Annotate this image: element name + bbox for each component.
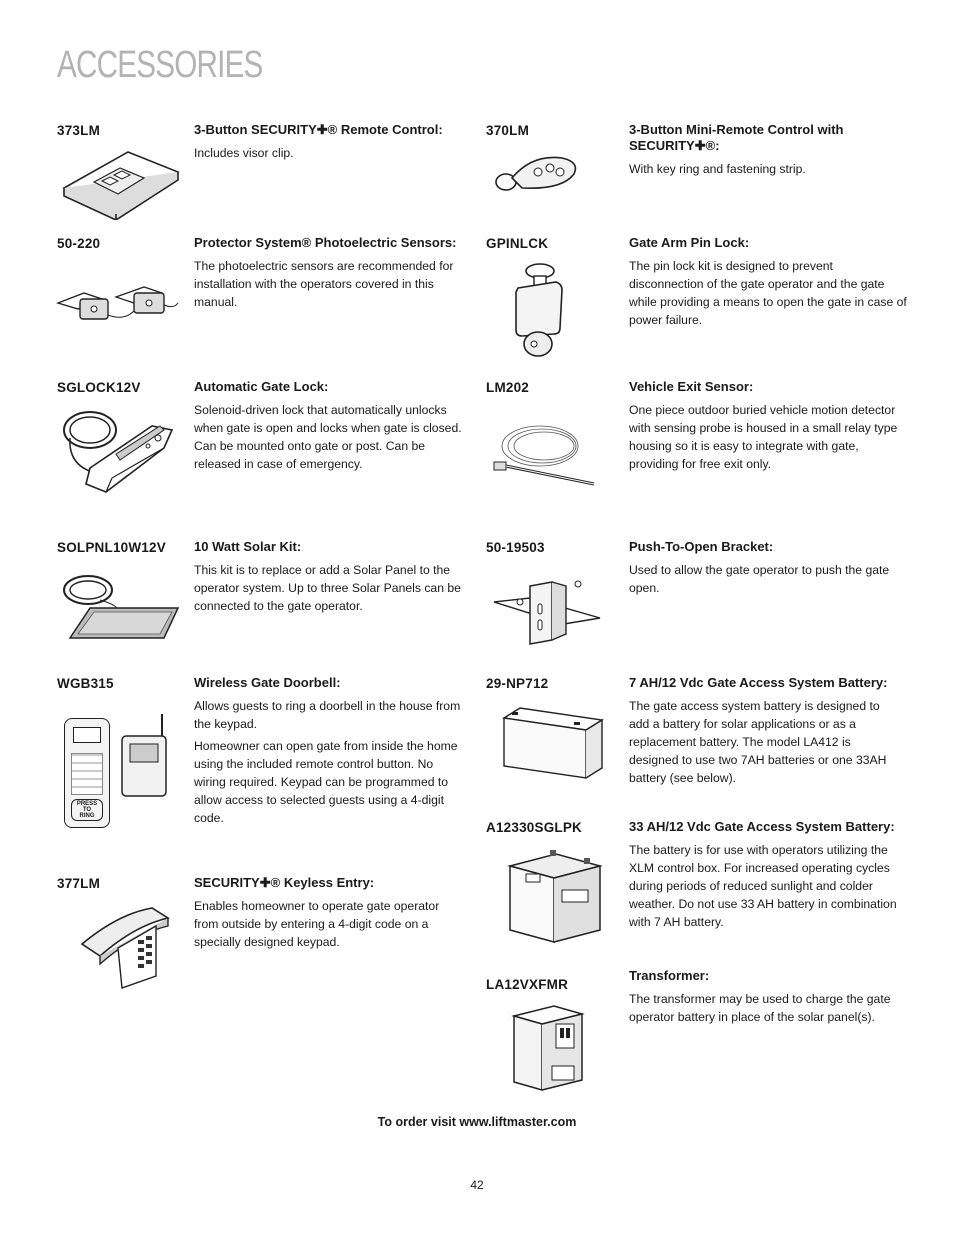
battery-7ah-icon xyxy=(502,707,604,779)
keypad-icon xyxy=(80,907,171,989)
accessory-text: Allows guests to ring a doorbell in the … xyxy=(194,699,461,731)
accessory-text: Used to allow the gate operator to push … xyxy=(629,563,890,595)
doorbell-label: RING xyxy=(79,813,95,819)
doorbell-receiver-icon xyxy=(121,714,167,797)
accessory-title: Protector System® Photoelectric Sensors: xyxy=(194,235,457,250)
bracket-icon xyxy=(493,580,601,645)
accessory-text: With key ring and fastening strip. xyxy=(629,162,806,176)
model-number: 370LM xyxy=(486,123,530,138)
accessory-description: Automatic Gate Lock: Solenoid-driven loc… xyxy=(194,379,464,477)
accessory-title: Gate Arm Pin Lock: xyxy=(629,235,750,250)
model-number: 29-NP712 xyxy=(486,676,549,691)
accessory-description: 3-Button Mini-Remote Control with SECURI… xyxy=(629,122,904,182)
accessory-text: One piece outdoor buried vehicle motion … xyxy=(629,403,898,471)
accessory-description: Vehicle Exit Sensor: One piece outdoor b… xyxy=(629,379,904,477)
accessory-text: Enables homeowner to operate gate operat… xyxy=(194,899,440,949)
accessory-text: The battery is for use with operators ut… xyxy=(629,843,897,929)
battery-33ah-icon xyxy=(507,850,603,943)
doorbell-label: PRESS xyxy=(76,801,98,807)
accessory-text: Homeowner can open gate from inside the … xyxy=(194,739,458,825)
doorbell-icon: PRESS TO RING xyxy=(64,718,110,828)
photoelectric-sensors-icon xyxy=(55,286,179,320)
accessory-description: 10 Watt Solar Kit: This kit is to replac… xyxy=(194,539,469,619)
accessory-description: Wireless Gate Doorbell: Allows guests to… xyxy=(194,675,464,831)
solar-panel-icon xyxy=(63,575,180,639)
accessory-title: 33 AH/12 Vdc Gate Access System Battery: xyxy=(629,819,895,834)
accessory-text: The photoelectric sensors are recommende… xyxy=(194,259,454,309)
model-number: WGB315 xyxy=(57,676,114,691)
accessory-text: Includes visor clip. xyxy=(194,146,294,160)
accessory-description: Gate Arm Pin Lock: The pin lock kit is d… xyxy=(629,235,909,333)
model-number: 50-19503 xyxy=(486,540,545,555)
model-number: GPINLCK xyxy=(486,236,549,251)
model-number: 377LM xyxy=(57,876,101,891)
accessory-text: The transformer may be used to charge th… xyxy=(629,992,891,1024)
page-title: ACCESSORIES xyxy=(57,44,263,86)
accessory-title: Push-To-Open Bracket: xyxy=(629,539,774,554)
accessory-title: 3-Button SECURITY✚® Remote Control: xyxy=(194,122,443,137)
accessory-description: Push-To-Open Bracket: Used to allow the … xyxy=(629,539,904,601)
accessory-text: This kit is to replace or add a Solar Pa… xyxy=(194,563,461,613)
page-number: 42 xyxy=(470,1178,484,1192)
accessory-title: 7 AH/12 Vdc Gate Access System Battery: xyxy=(629,675,888,690)
model-number: A12330SGLPK xyxy=(486,820,582,835)
accessory-description: 3-Button SECURITY✚® Remote Control: Incl… xyxy=(194,122,469,166)
accessory-title: 3-Button Mini-Remote Control with SECURI… xyxy=(629,122,844,153)
mini-remote-icon xyxy=(495,156,577,191)
accessory-title: Transformer: xyxy=(629,968,710,983)
transformer-icon xyxy=(511,1005,585,1091)
model-number: LM202 xyxy=(486,380,530,395)
accessory-title: Automatic Gate Lock: xyxy=(194,379,329,394)
accessory-title: SECURITY✚® Keyless Entry: xyxy=(194,875,375,890)
accessory-description: Protector System® Photoelectric Sensors:… xyxy=(194,235,464,315)
accessory-text: The gate access system battery is design… xyxy=(629,699,887,785)
accessory-description: SECURITY✚® Keyless Entry: Enables homeow… xyxy=(194,875,464,955)
pin-lock-icon xyxy=(515,263,563,357)
accessory-description: Transformer: The transformer may be used… xyxy=(629,968,899,1030)
gate-lock-icon xyxy=(63,411,174,493)
accessory-text: Solenoid-driven lock that automatically … xyxy=(194,403,462,471)
exit-sensor-icon xyxy=(493,425,595,486)
accessory-title: Wireless Gate Doorbell: xyxy=(194,675,341,690)
remote-control-icon xyxy=(62,151,180,220)
accessory-title: 10 Watt Solar Kit: xyxy=(194,539,302,554)
model-number: 373LM xyxy=(57,123,101,138)
model-number: LA12VXFMR xyxy=(486,977,569,992)
model-number: SGLOCK12V xyxy=(57,380,141,395)
doorbell-label: TO xyxy=(82,807,92,813)
order-link-text: To order visit www.liftmaster.com xyxy=(377,1115,577,1129)
accessory-description: 7 AH/12 Vdc Gate Access System Battery: … xyxy=(629,675,899,791)
accessory-title: Vehicle Exit Sensor: xyxy=(629,379,754,394)
model-number: 50-220 xyxy=(57,236,101,251)
accessory-text: The pin lock kit is designed to prevent … xyxy=(629,259,907,327)
accessory-description: 33 AH/12 Vdc Gate Access System Battery:… xyxy=(629,819,904,935)
model-number: SOLPNL10W12V xyxy=(57,540,166,555)
